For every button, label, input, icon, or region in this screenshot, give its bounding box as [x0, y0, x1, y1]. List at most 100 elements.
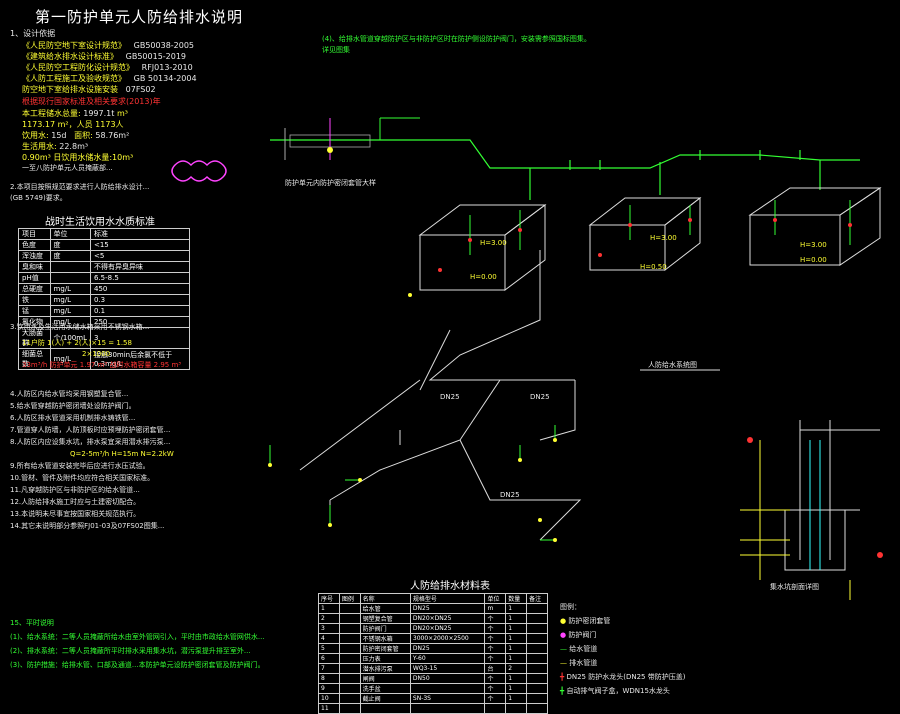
cell	[526, 653, 548, 664]
drain-line-icon: —	[560, 659, 567, 667]
cell	[526, 693, 548, 704]
note-line: 7.管道穿人防墙，人防顶板时应预埋防护密闭套管...	[10, 426, 171, 434]
legend: 图例： ● 防护密闭套管 ● 防护阀门 — 给水管道 — 排水管道 ╋ DN25…	[560, 600, 685, 698]
code-row: 防空地下室给排水设施安装 07FS02	[22, 85, 156, 94]
legend-item: ● 防护阀门	[560, 631, 597, 639]
note-line: 12.人防给排水施工时应与土建密切配合。	[10, 498, 141, 506]
top-note: (4)、给排水管道穿越防护区与非防护区时在防护侧设防护阀门，安装需参照国标图集。…	[322, 34, 591, 56]
cell: 1	[505, 653, 528, 664]
red-note: 根据现行国家标准及相关要求(2013)年	[22, 97, 161, 106]
cell	[338, 673, 361, 684]
days-line: 饮用水: 15d 面积: 58.76m²	[22, 131, 130, 140]
header-cell: 备注	[526, 593, 548, 604]
cell: 1	[505, 633, 528, 644]
note-line: 8.人防区内应设集水坑，排水泵宜采用潜水排污泵...	[10, 438, 171, 446]
cell	[338, 643, 361, 654]
legend-item: — 给水管道	[560, 645, 598, 653]
drain-pipe	[299, 250, 582, 541]
note-line: (1)、给水系统：二等人员掩蔽所给水由室外管网引入，平时由市政给水管网供水...	[10, 633, 265, 641]
note-line: 15、平时说明	[10, 619, 54, 627]
material-table-title: 人防给排水材料表	[410, 581, 490, 592]
flow-line: 0.90m³ 日饮用水储水量:10m³	[22, 153, 134, 162]
cell: 个	[484, 613, 507, 624]
faucet-icon: ╋	[560, 673, 565, 681]
volume-line: 本工程储水总量: 1997.1t m³	[22, 109, 128, 118]
header-cell: 数量	[505, 593, 528, 604]
people-line: 1173.17 m²，人员 1173人	[22, 120, 124, 129]
cell	[338, 633, 361, 644]
cell	[526, 633, 548, 644]
small-note: 一至八防护单元人员掩蔽部...	[22, 164, 113, 172]
sleeve-symbol-icon: ●	[560, 617, 567, 625]
code-row: 《人民防空地下室设计规范》 GB50038-2005	[22, 41, 195, 50]
cell: DN20×DN25	[409, 613, 486, 624]
fixture-dots	[268, 293, 557, 542]
cell	[526, 613, 548, 624]
cell: 个	[484, 683, 507, 694]
cell	[484, 703, 507, 714]
notes-block-1: 2.本项目按照规范要求进行人防给排水设计... (GB 5749)要求。	[10, 182, 149, 204]
cell: 3	[318, 623, 340, 634]
page-title: 第一防护单元人防给排水说明	[35, 8, 244, 26]
header-cell: 规格型号	[409, 593, 486, 604]
cell: 3000×2000×2500	[409, 633, 486, 644]
cell: 个	[484, 623, 507, 634]
note-line: (3)、防护措施：给排水管、口部及通道...本防护单元设防护密闭套管及防护阀门。	[10, 661, 265, 669]
legend-item: ╋ DN25 防护水龙头(DN25 带防护压盖)	[560, 673, 686, 681]
cell: 个	[484, 643, 507, 654]
table-row: 11	[318, 703, 548, 714]
notes-block-3: 4.人防区内给水管均采用钢塑复合管... 5.给水管穿越防护密闭墙处设防护阀门。…	[10, 388, 174, 532]
cell	[526, 683, 548, 694]
note-line: 13.本说明未尽事宜按国家相关规范执行。	[10, 510, 141, 518]
elev-label: H=0.50	[640, 263, 667, 271]
cell	[526, 673, 548, 684]
cell: WQ3-15	[409, 663, 486, 674]
sump-pipes	[809, 440, 821, 570]
code-row: 《人民防空工程防化设计规范》 RFJ013-2010	[22, 63, 193, 72]
note-line: 11.凡穿越防护区与非防护区的给水管道...	[10, 486, 140, 494]
cell: 个	[484, 693, 507, 704]
cell: DN25	[409, 603, 486, 614]
legend-title: 图例：	[560, 603, 581, 611]
cell	[526, 703, 548, 714]
design-codes: 《人民防空地下室设计规范》 GB50038-2005 《建筑给水排水设计标准》 …	[22, 40, 197, 95]
cell: 4	[318, 633, 340, 644]
cell: 防护阀门	[359, 623, 411, 634]
cell: SN-3S	[409, 693, 486, 704]
elev-label: H=3.00	[800, 241, 827, 249]
note-line: 6.人防区排水管道采用机制排水铸铁管...	[10, 414, 136, 422]
water-tank-3	[748, 187, 882, 266]
cell: DN50	[409, 673, 486, 684]
cell: 个	[484, 653, 507, 664]
legend-item: — 排水管道	[560, 659, 598, 667]
cell	[338, 613, 361, 624]
supply-pipe	[380, 139, 860, 200]
cell	[338, 623, 361, 634]
revision-cloud	[171, 160, 227, 182]
cell: DN20×DN25	[409, 623, 486, 634]
cell: 2	[505, 663, 528, 674]
detail-caption: 防护单元内防护密闭套管大样	[285, 179, 376, 187]
note-line: 9.所有给水管道安装完毕后应进行水压试验。	[10, 462, 150, 470]
cell: 5	[318, 643, 340, 654]
header-cell: 名称	[359, 593, 411, 604]
cell: 1	[318, 603, 340, 614]
cell: 1	[505, 683, 528, 694]
valve-markers	[438, 218, 852, 272]
note-line: 14.其它未说明部分参照FJ01-03及07FS02图集...	[10, 522, 165, 530]
cell: 0.1	[89, 305, 191, 317]
wall-sleeve-detail	[270, 117, 420, 160]
dn25-label-3: DN25	[500, 491, 520, 499]
elev-label: H=0.00	[470, 273, 497, 281]
